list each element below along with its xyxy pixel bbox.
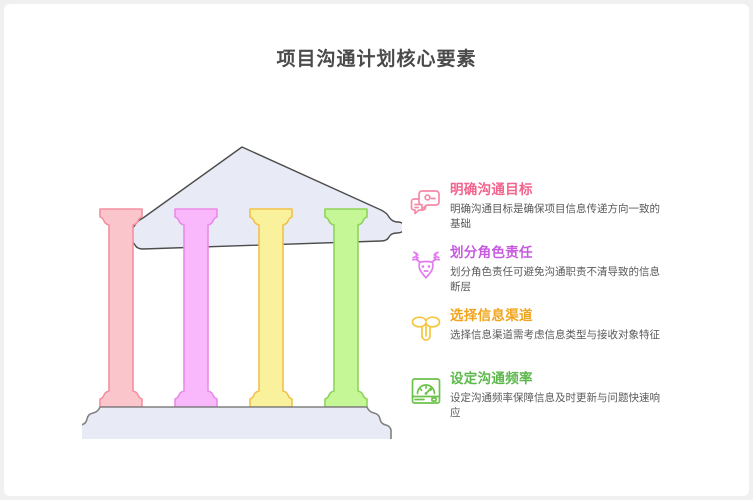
list-item-role-responsibility[interactable]: 划分角色责任 划分角色责任可避免沟通职责不清导致的信息断层 — [410, 245, 730, 297]
list-item-title: 设定沟通频率 — [450, 371, 533, 386]
gauge-meter-icon — [411, 378, 441, 404]
elements-list: 明确沟通目标 明确沟通目标是确保项目信息传递方向一致的基础 划分角色责任 划分角… — [410, 182, 730, 434]
list-item-description: 划分角色责任可避免沟通职责不清导致的信息断层 — [450, 266, 660, 293]
list-item-description: 选择信息渠道需考虑信息类型与接收对象特征 — [450, 329, 660, 341]
temple-columns — [99, 208, 368, 408]
list-item-title: 选择信息渠道 — [450, 308, 533, 323]
funnel-icon — [411, 316, 441, 341]
list-item-title: 划分角色责任 — [450, 245, 533, 260]
chat-bubble-icon — [410, 190, 440, 215]
list-item-communication-frequency[interactable]: 设定沟通频率 设定沟通频率保障信息及时更新与问题快速响应 — [410, 371, 730, 423]
temple-illustration — [82, 146, 402, 439]
list-item-title: 明确沟通目标 — [450, 182, 533, 197]
list-item-description: 设定沟通频率保障信息及时更新与问题快速响应 — [450, 392, 660, 419]
list-item-communication-goal[interactable]: 明确沟通目标 明确沟通目标是确保项目信息传递方向一致的基础 — [410, 182, 730, 234]
page-title: 项目沟通计划核心要素 — [276, 49, 477, 70]
temple-base — [82, 406, 392, 439]
deer-head-icon — [411, 251, 441, 279]
list-item-description: 明确沟通目标是确保项目信息传递方向一致的基础 — [450, 203, 660, 230]
infographic-card: 项目沟通计划核心要素 — [4, 4, 749, 496]
list-item-information-channel[interactable]: 选择信息渠道 选择信息渠道需考虑信息类型与接收对象特征 — [410, 308, 730, 360]
